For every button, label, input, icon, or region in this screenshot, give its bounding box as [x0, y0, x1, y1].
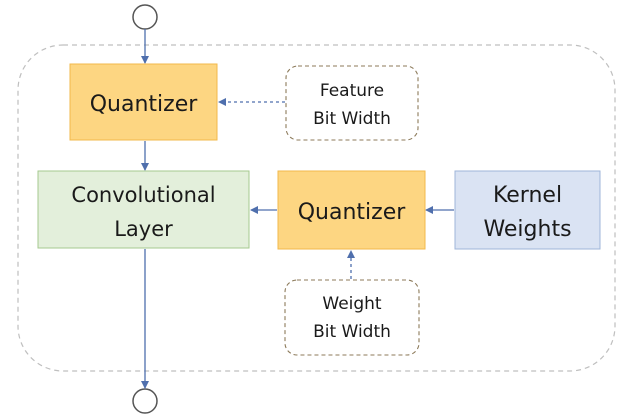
feature-bit-width-line1: Feature [320, 81, 384, 101]
feature-quantizer-label: Quantizer [90, 92, 199, 117]
kernel-weights-line1: Kernel [493, 183, 562, 208]
conv-layer-line2: Layer [114, 217, 173, 241]
module-boundary [17, 44, 616, 372]
weight-quantizer-node: Quantizer [277, 170, 426, 250]
conv-layer-node: Convolutional Layer [37, 170, 250, 249]
weight-bit-width-line1: Weight [322, 294, 382, 314]
weight-bit-width-node: Weight Bit Width [284, 279, 420, 356]
conv-layer-line1: Convolutional [71, 183, 215, 207]
input-terminal [132, 4, 158, 30]
kernel-weights-line2: Weights [483, 217, 571, 242]
weight-bit-width-line2: Bit Width [313, 322, 391, 342]
feature-bit-width-line2: Bit Width [313, 109, 391, 129]
feature-quantizer-node: Quantizer [69, 63, 218, 141]
feature-bit-width-node: Feature Bit Width [285, 65, 419, 141]
kernel-weights-node: Kernel Weights [454, 170, 601, 250]
weight-quantizer-label: Quantizer [298, 200, 407, 225]
output-terminal [132, 388, 158, 414]
